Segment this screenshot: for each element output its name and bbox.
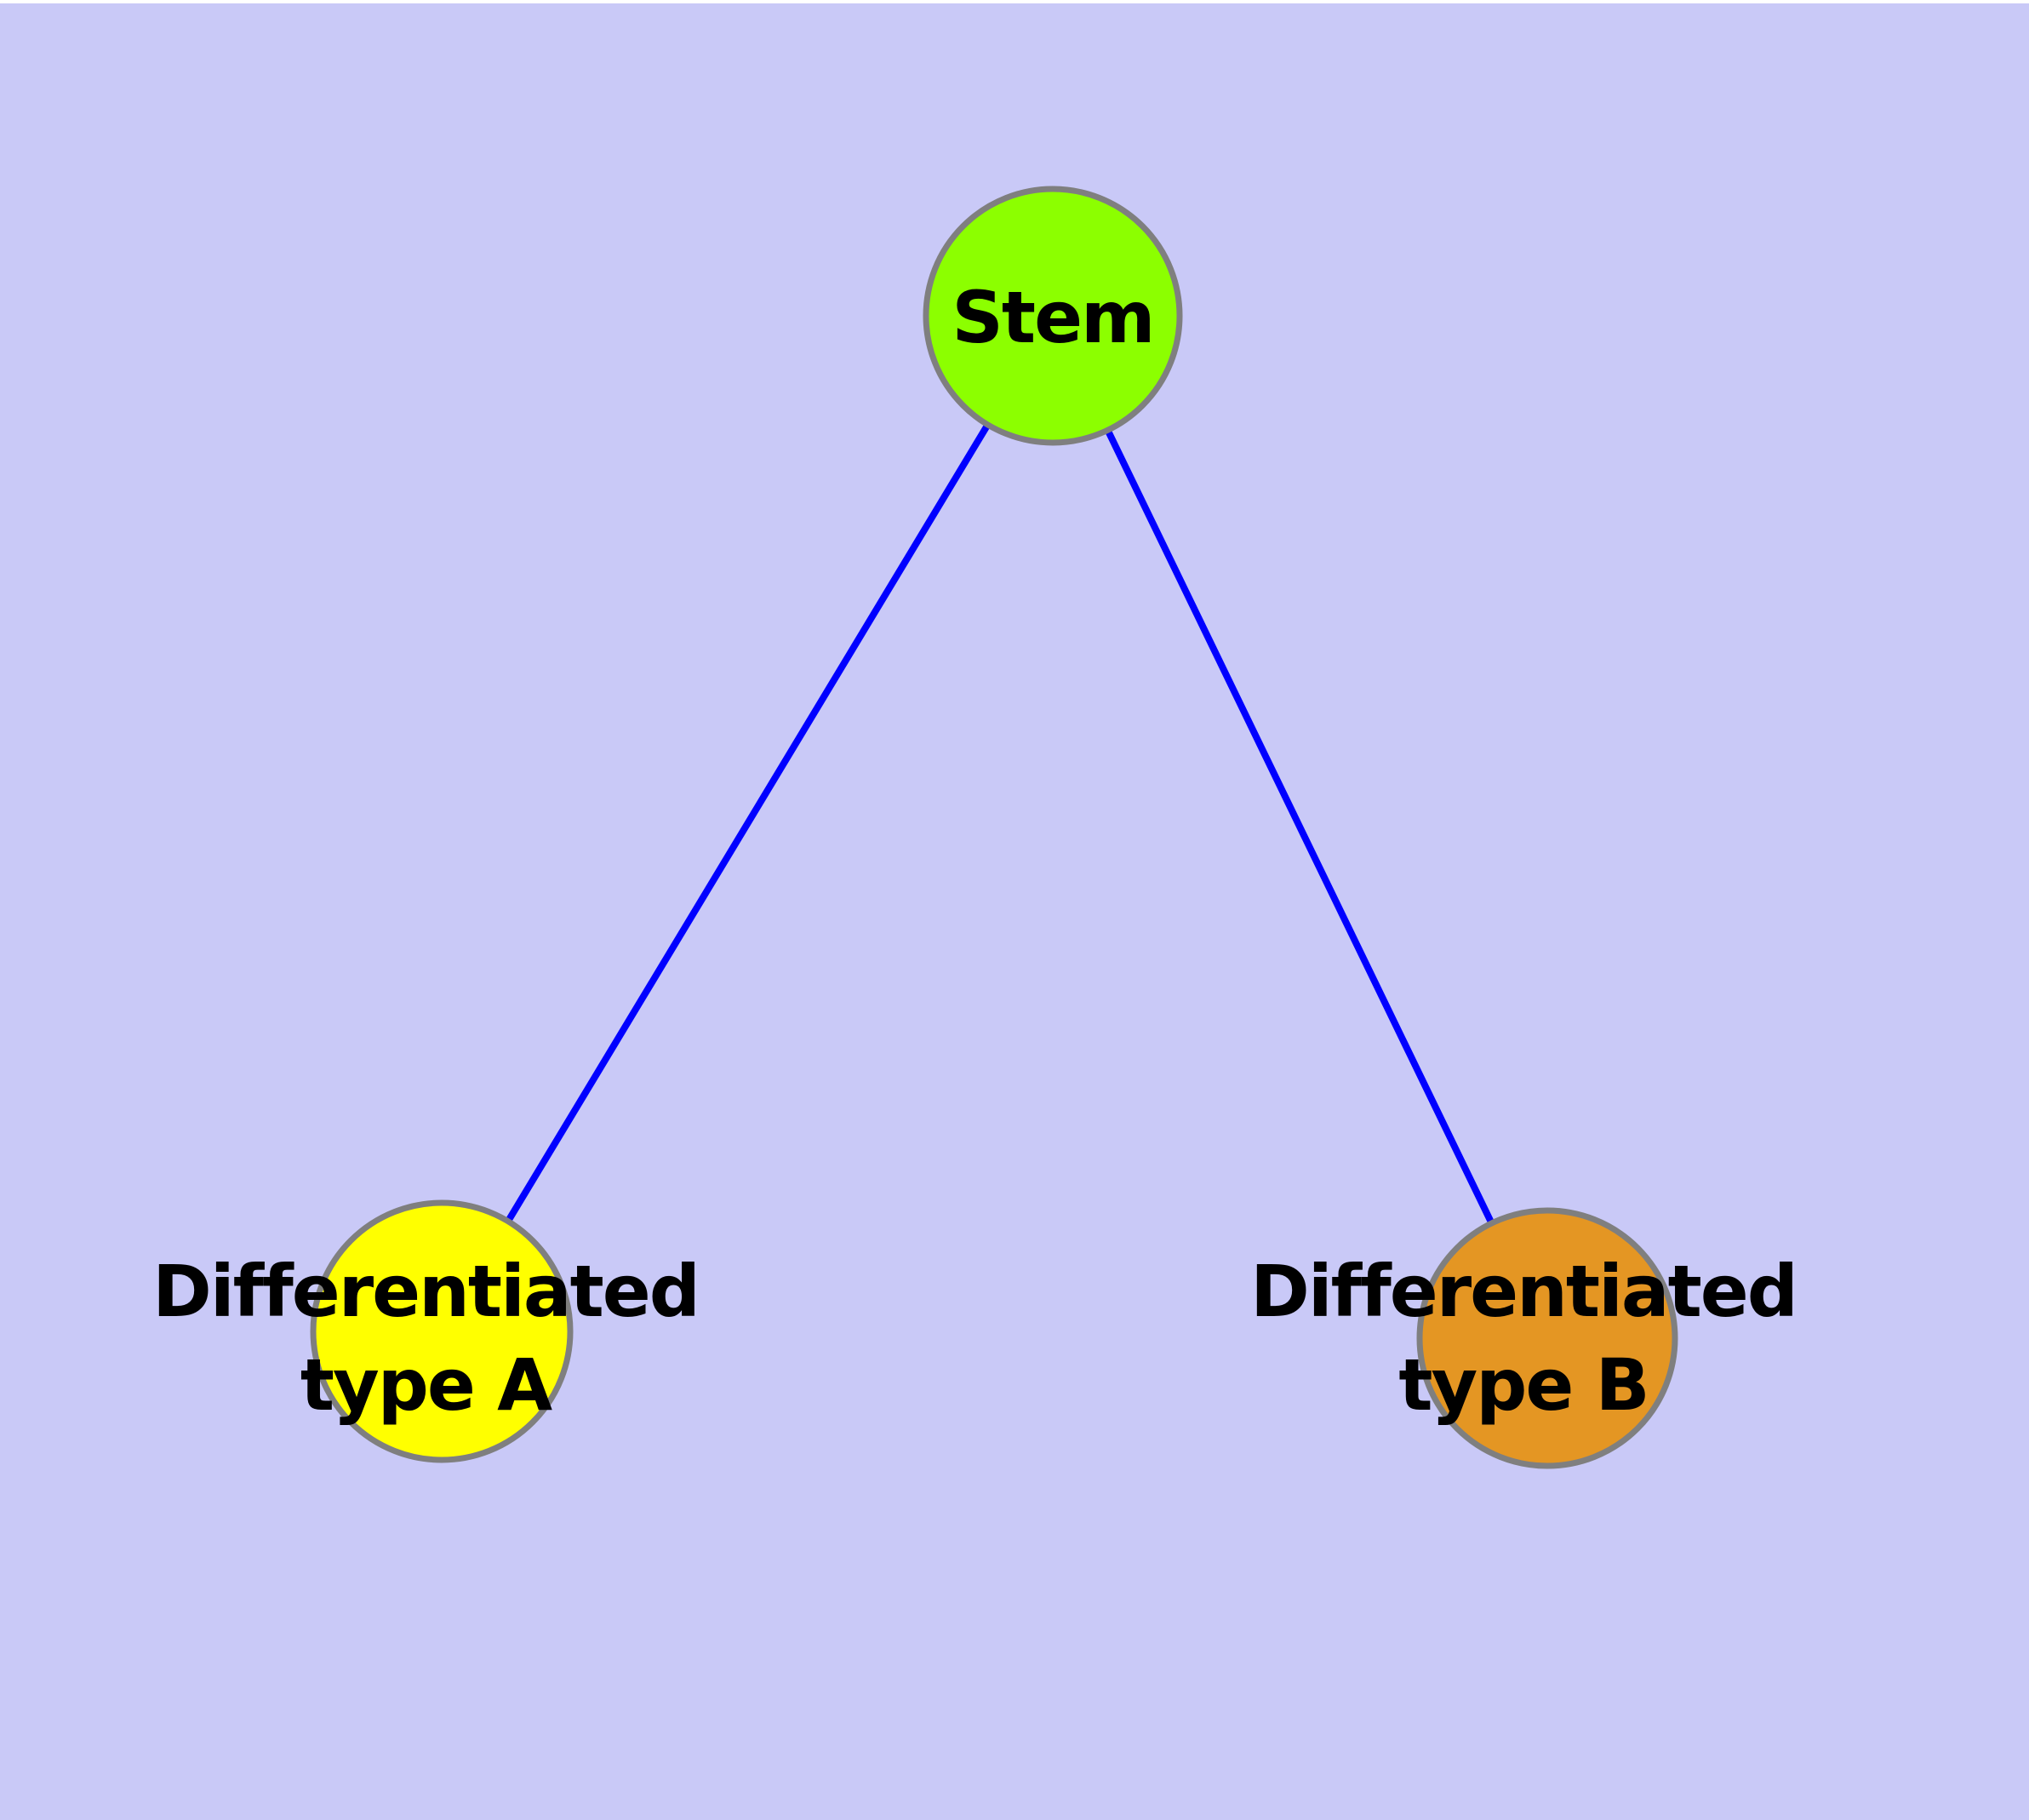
node-type-b-circle	[1416, 1207, 1678, 1469]
canvas-top-margin	[0, 0, 2029, 3]
node-stem-label: Stem	[952, 276, 1153, 359]
node-type-a-circle	[310, 1199, 574, 1463]
edge-stem-to-type-b	[1049, 315, 1551, 1340]
node-stem-circle	[923, 186, 1183, 446]
edge-stem-to-type-a	[438, 314, 1056, 1334]
node-type-a-label-line2: type A	[300, 1343, 552, 1427]
node-type-b-label-line2: type B	[1398, 1343, 1648, 1427]
node-type-a-label-line1: Differentiated	[152, 1250, 699, 1333]
node-type-b-label-line1: Differentiated	[1250, 1250, 1797, 1333]
